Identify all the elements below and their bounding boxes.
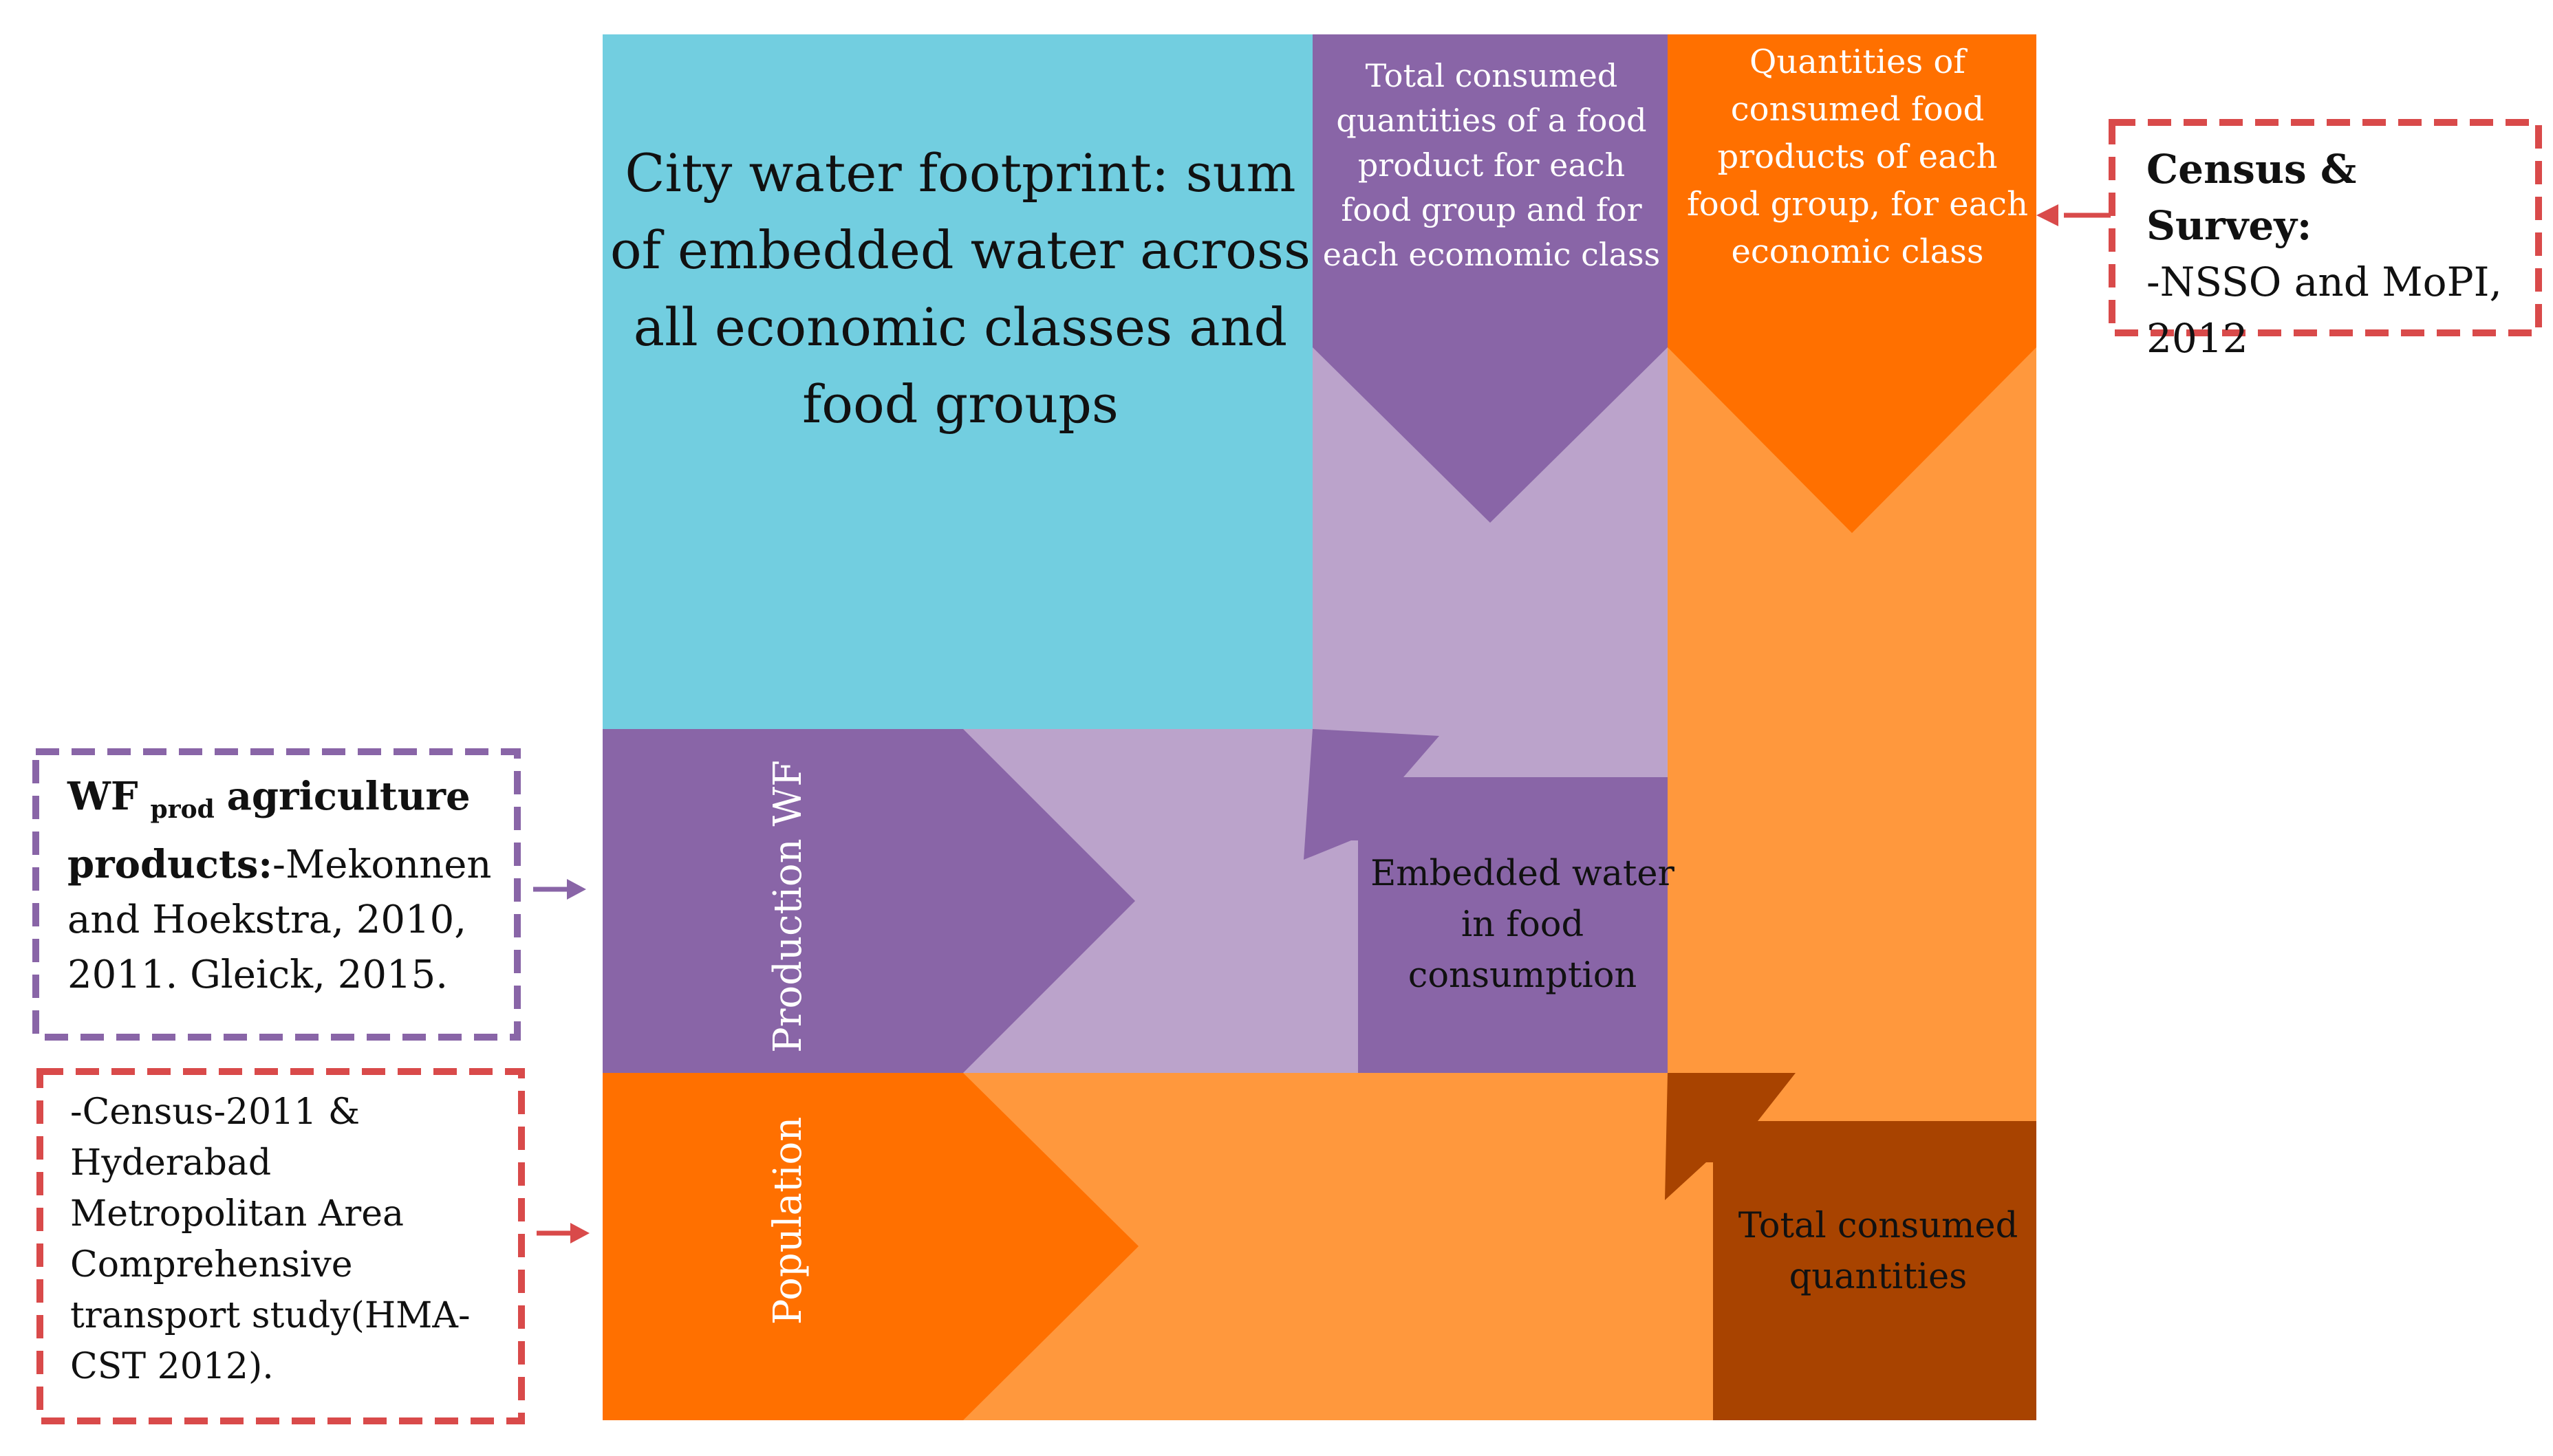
wf-connector-head [567,879,586,900]
production-wf-arrow [603,729,1135,1073]
wf-source-references: -Mekonnen and Hoekstra, 2010, 2011. Glei… [67,843,492,997]
city-water-footprint-block [603,34,1313,729]
embedded-water-arrow [1304,729,1668,1073]
purple-arrow-label: Total consumed quantities of a food prod… [1322,57,1661,273]
wf-source-label: WF [67,774,138,819]
orange-down-arrow [1668,34,2036,533]
survey-source-references: -NSSO and MoPI, 2012 [2146,259,2502,362]
census-connector-head [570,1223,590,1243]
census-source-box [36,1068,525,1424]
embedded-water-label: Embedded water in food consumption [1370,854,1674,996]
wf-source-subscript: prod [150,795,215,824]
production-wf-label: Production WF [765,760,810,1053]
wf-source-label-rest: agriculture products: [67,774,471,887]
survey-source-label: Census & Survey: [2146,146,2357,249]
total-quantities-label: Total consumed quantities [1738,1206,2018,1297]
wf-source-box [32,748,521,1041]
population-label: Population [765,1116,810,1325]
census-source-text: -Census-2011 & Hyderabad Metropolitan Ar… [70,1091,471,1387]
wf-source-text: WF prod agriculture products:-Mekonnen a… [67,769,508,1003]
purple-down-arrow [1313,34,1668,523]
total-quantities-arrow [1665,1073,2036,1420]
survey-connector-head [2036,204,2058,226]
city-water-footprint-label: City water footprint: sum of embedded wa… [610,142,1311,435]
survey-source-text: Census & Survey: -NSSO and MoPI, 2012 [2146,141,2532,362]
orange-arrow-label: Quantities of consumed food products of … [1687,43,2028,271]
population-arrow [603,1073,1139,1420]
